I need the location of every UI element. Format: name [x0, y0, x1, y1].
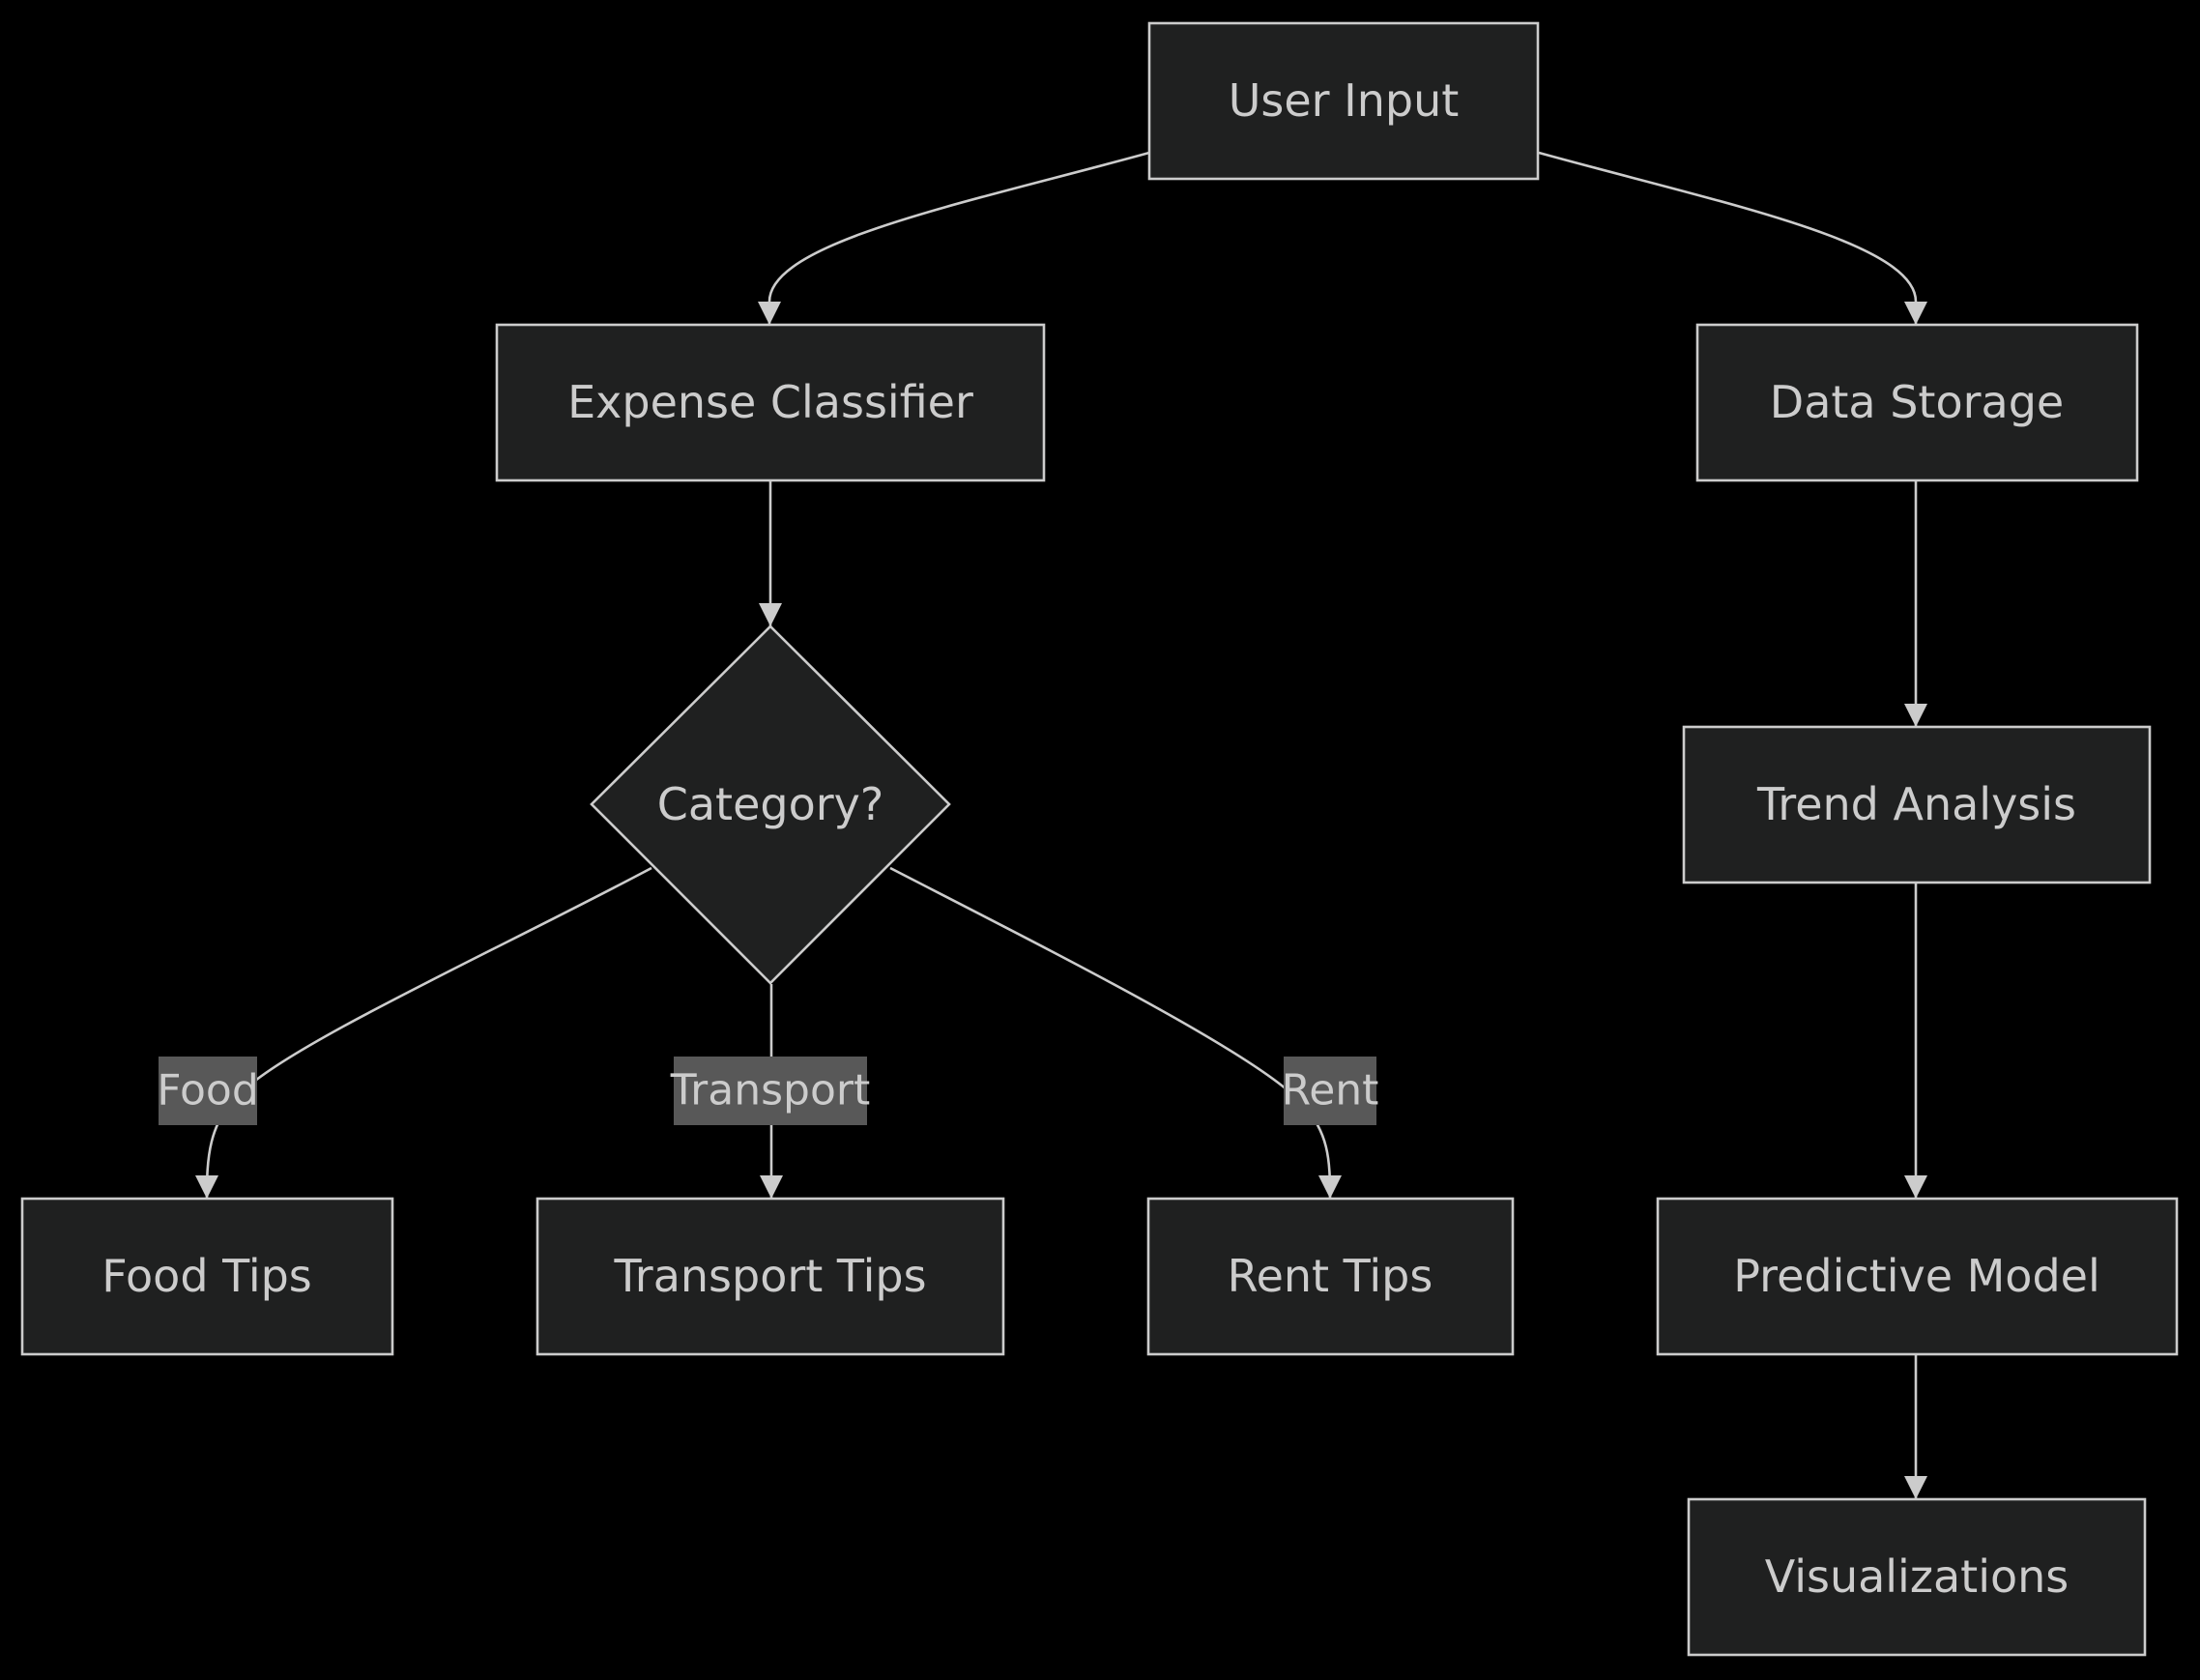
edge-label-food-text: Food	[157, 1066, 259, 1115]
node-category-label: Category?	[657, 778, 884, 830]
node-visualizations: Visualizations	[1687, 1497, 2147, 1657]
node-visualizations-label: Visualizations	[1765, 1550, 2070, 1603]
node-transport-tips-label: Transport Tips	[613, 1250, 926, 1302]
edge-label-rent: Rent	[1282, 1057, 1379, 1125]
edge-label-rent-text: Rent	[1282, 1066, 1379, 1115]
node-transport-tips: Transport Tips	[536, 1197, 1005, 1356]
node-user-input-label: User Input	[1229, 74, 1460, 127]
node-expense-classifier-label: Expense Classifier	[567, 376, 973, 428]
node-rent-tips-label: Rent Tips	[1228, 1250, 1433, 1302]
edge-category-to-food-tips	[195, 866, 652, 1200]
node-user-input: User Input	[1147, 21, 1540, 181]
node-food-tips: Food Tips	[20, 1197, 394, 1356]
node-rent-tips: Rent Tips	[1146, 1197, 1515, 1356]
node-predictive-model: Predictive Model	[1656, 1197, 2179, 1356]
edge-category-to-rent-tips	[889, 866, 1342, 1200]
edge-label-transport-text: Transport	[670, 1066, 870, 1115]
edge-label-transport: Transport	[670, 1057, 870, 1125]
node-data-storage-label: Data Storage	[1770, 376, 2064, 428]
node-expense-classifier: Expense Classifier	[495, 323, 1046, 482]
node-data-storage: Data Storage	[1695, 323, 2139, 482]
node-category-decision: Category?	[590, 624, 951, 985]
node-food-tips-label: Food Tips	[101, 1250, 312, 1302]
node-trend-analysis: Trend Analysis	[1682, 725, 2152, 884]
edge-user-input-to-data-storage	[1538, 151, 1927, 325]
node-predictive-model-label: Predictive Model	[1733, 1250, 2099, 1302]
edge-user-input-to-expense-classifier	[758, 151, 1150, 325]
node-trend-analysis-label: Trend Analysis	[1756, 778, 2076, 830]
edge-label-food: Food	[157, 1057, 259, 1125]
